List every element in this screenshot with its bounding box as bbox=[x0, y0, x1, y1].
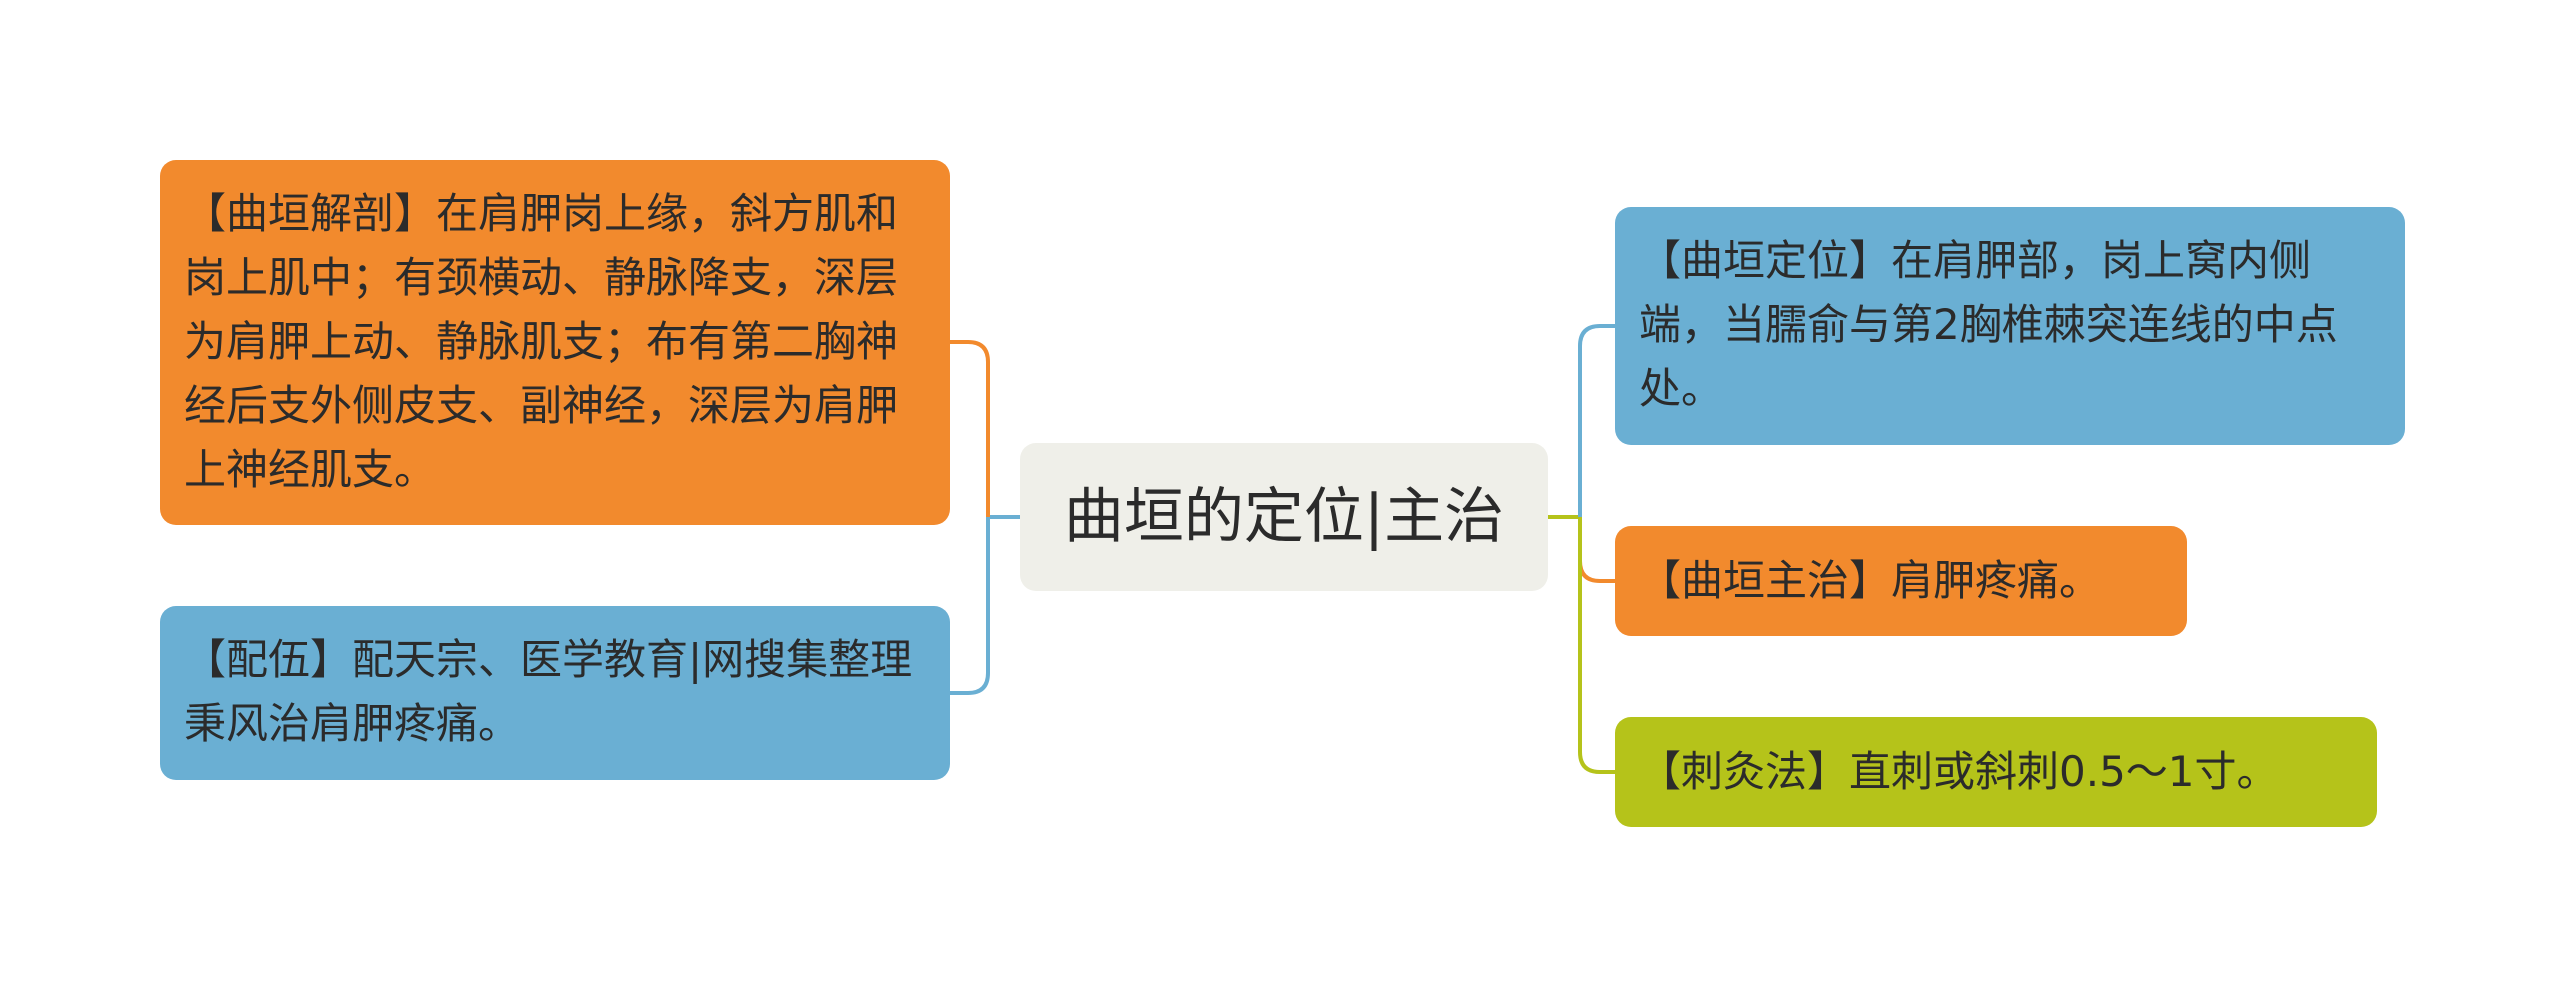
topic-combination-text: 【配伍】配天宗、医学教育|网搜集整理秉风治肩胛疼痛。 bbox=[184, 635, 913, 748]
central-topic[interactable]: 曲垣的定位|主治 bbox=[1020, 443, 1548, 591]
topic-location[interactable]: 【曲垣定位】在肩胛部，岗上窝内侧端，当臑俞与第2胸椎棘突连线的中点处。 bbox=[1615, 207, 2405, 445]
topic-combination[interactable]: 【配伍】配天宗、医学教育|网搜集整理秉风治肩胛疼痛。 bbox=[160, 606, 950, 780]
topic-indication[interactable]: 【曲垣主治】肩胛疼痛。 bbox=[1615, 526, 2187, 636]
connector-right-needling bbox=[1578, 517, 1615, 774]
topic-anatomy-text: 【曲垣解剖】在肩胛岗上缘，斜方肌和岗上肌中；有颈横动、静脉降支，深层为肩胛上动、… bbox=[184, 189, 899, 494]
connector-right-treatment bbox=[1578, 517, 1615, 583]
topic-anatomy[interactable]: 【曲垣解剖】在肩胛岗上缘，斜方肌和岗上肌中；有颈横动、静脉降支，深层为肩胛上动、… bbox=[160, 160, 950, 525]
connector-left-anatomy bbox=[950, 340, 990, 517]
topic-needling-text: 【刺灸法】直刺或斜刺0.5～1寸。 bbox=[1639, 747, 2279, 796]
topic-location-text: 【曲垣定位】在肩胛部，岗上窝内侧端，当臑俞与第2胸椎棘突连线的中点处。 bbox=[1639, 236, 2338, 413]
connector-right-location bbox=[1578, 324, 1615, 517]
topic-needling[interactable]: 【刺灸法】直刺或斜刺0.5～1寸。 bbox=[1615, 717, 2377, 827]
connector-left-combo bbox=[950, 517, 990, 695]
central-topic-label: 曲垣的定位|主治 bbox=[1063, 482, 1505, 552]
topic-indication-text: 【曲垣主治】肩胛疼痛。 bbox=[1639, 556, 2102, 605]
